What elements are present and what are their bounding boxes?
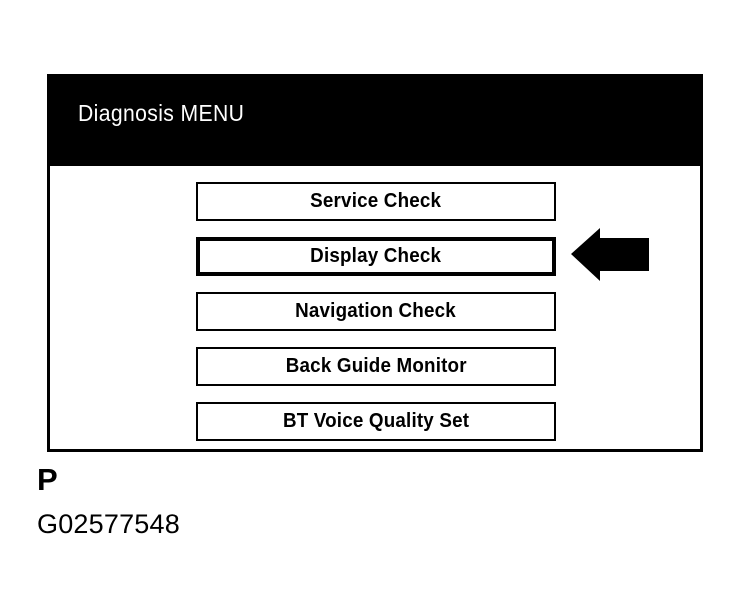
menu-item-navigation-check[interactable]: Navigation Check: [196, 292, 556, 331]
page-title: Diagnosis MENU: [78, 100, 245, 126]
menu-item-label: BT Voice Quality Set: [282, 410, 470, 432]
left-arrow-icon: [571, 226, 650, 282]
menu-item-back-guide-monitor[interactable]: Back Guide Monitor: [196, 347, 556, 386]
menu-item-service-check[interactable]: Service Check: [196, 182, 556, 221]
menu-item-label: Service Check: [310, 190, 442, 212]
diagnosis-menu-list: Service Check Display Check Navigation C…: [196, 182, 556, 441]
menu-item-bt-voice-quality-set[interactable]: BT Voice Quality Set: [196, 402, 556, 441]
figure-code: G02577548: [37, 509, 180, 539]
menu-item-label: Display Check: [310, 245, 442, 267]
menu-item-display-check[interactable]: Display Check: [196, 237, 556, 276]
menu-item-label: Navigation Check: [295, 300, 457, 322]
title-bar: Diagnosis MENU: [47, 74, 703, 166]
figure-letter: P: [37, 462, 58, 497]
menu-item-label: Back Guide Monitor: [285, 355, 467, 377]
